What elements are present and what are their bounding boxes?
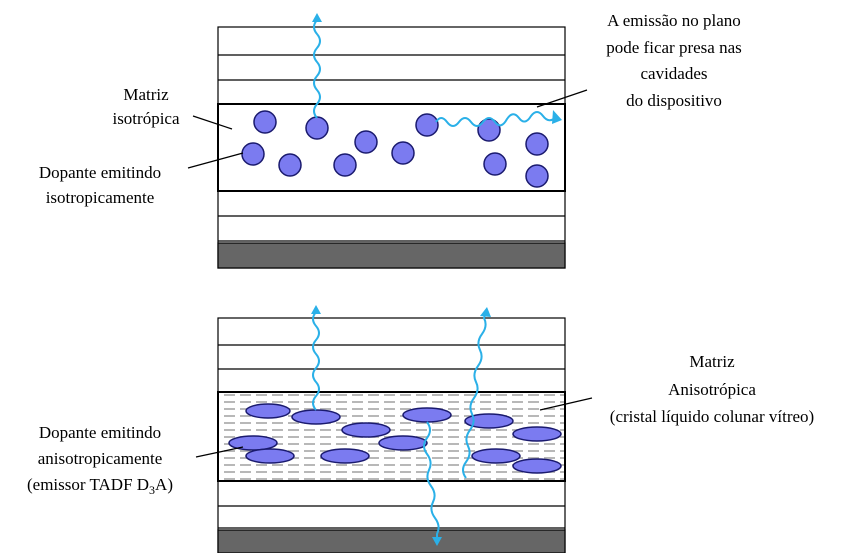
- photon-arrowhead: [552, 110, 562, 124]
- dopant-molecule: [415, 113, 439, 137]
- pointer-line: [187, 152, 244, 169]
- dopant-molecule: [525, 164, 549, 188]
- label-isotropic-dopant: Dopante emitindo isotropicamente: [39, 163, 161, 207]
- pointer-line: [539, 397, 593, 411]
- dopant-molecule: [483, 152, 507, 176]
- photon-escaping-wave: [313, 19, 321, 119]
- dopant-molecule: [245, 448, 295, 464]
- label-line: Anisotrópica: [668, 380, 756, 399]
- label-anisotropic-dopant: Dopante emitindo anisotropicamente (emis…: [27, 423, 173, 497]
- bottom-dopant-molecules: [228, 403, 562, 474]
- photon-arrowhead: [312, 13, 322, 22]
- top-substrate: [217, 242, 566, 269]
- isotropic-device: Matriz isotrópica Dopante emitindo isotr…: [39, 11, 742, 269]
- label-isotropic-matrix: Matriz isotrópica: [112, 85, 179, 128]
- photon-escaping-wave: [462, 314, 487, 479]
- label-line: Dopante emitindo: [39, 423, 161, 442]
- dopant-molecule: [525, 132, 549, 156]
- dopant-molecule: [471, 448, 521, 464]
- dopant-molecule: [477, 118, 501, 142]
- dopant-molecule: [378, 435, 428, 451]
- dopant-molecule: [305, 116, 329, 140]
- photon-arrowhead: [432, 537, 442, 546]
- dopant-molecule: [245, 403, 291, 419]
- pointer-line: [536, 89, 588, 108]
- dopant-molecule: [341, 422, 391, 438]
- label-line: isotrópica: [112, 109, 179, 128]
- label-line: Matriz: [689, 352, 735, 371]
- dopant-molecule: [464, 413, 514, 429]
- dopant-molecule: [402, 407, 452, 423]
- label-line: isotropicamente: [46, 188, 155, 207]
- photon-arrowhead: [311, 305, 321, 314]
- photon-arrowhead: [480, 307, 491, 317]
- label-trapped-emission: A emissão no plano pode ficar presa nas …: [606, 11, 741, 110]
- label-line: (cristal líquido colunar vítreo): [610, 407, 814, 426]
- label-line: Matriz: [123, 85, 169, 104]
- label-line: pode ficar presa nas: [606, 38, 741, 57]
- dopant-molecule: [354, 130, 378, 154]
- dopant-molecule: [241, 142, 265, 166]
- label-line: anisotropicamente: [38, 449, 163, 468]
- dopant-molecule: [333, 153, 357, 177]
- dopant-molecule: [228, 435, 278, 451]
- label-emitter: (emissor TADF D3A): [27, 475, 173, 497]
- dopant-molecule: [278, 153, 302, 177]
- dopant-molecule: [391, 141, 415, 165]
- photon-downward-wave: [423, 421, 440, 538]
- pointer-line: [195, 446, 244, 458]
- label-line: A emissão no plano: [607, 11, 741, 30]
- dopant-molecule: [512, 426, 562, 442]
- pointer-line: [192, 115, 233, 130]
- label-line: Dopante emitindo: [39, 163, 161, 182]
- label-anisotropic-matrix: Matriz Anisotrópica (cristal líquido col…: [610, 352, 814, 426]
- photon-escaping-wave: [312, 311, 320, 411]
- label-line: cavidades: [640, 64, 707, 83]
- bottom-substrate: [217, 529, 566, 553]
- dopant-molecule: [291, 409, 341, 425]
- label-line: do dispositivo: [626, 91, 722, 110]
- top-dopant-molecules: [241, 110, 549, 188]
- dopant-molecule: [320, 448, 370, 464]
- photon-trapped-wave: [435, 111, 557, 127]
- dopant-molecule: [512, 458, 562, 474]
- dopant-molecule: [253, 110, 277, 134]
- anisotropic-device: Dopante emitindo anisotropicamente (emis…: [27, 305, 814, 553]
